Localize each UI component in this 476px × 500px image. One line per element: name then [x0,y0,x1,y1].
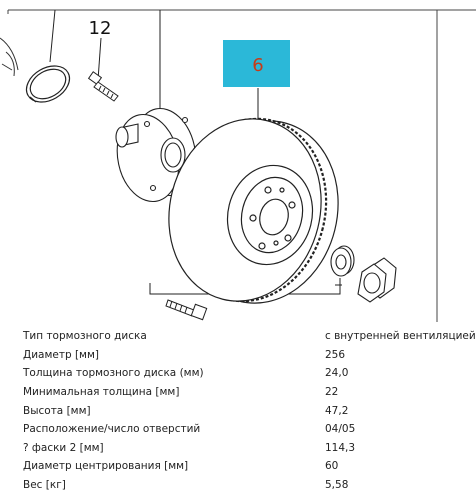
bolt-12 [87,71,119,102]
spec-value: 22 [325,386,339,399]
spec-label: Высота [мм] [23,404,91,417]
spec-label: ? фаски 2 [мм] [23,441,104,454]
spec-row: Диаметр центрирования [мм] 60 [0,457,476,476]
spec-label: Тип тормозного диска [23,330,147,343]
spec-label: Толщина тормозного диска (мм) [23,367,204,380]
knuckle-fragment [0,37,19,77]
spec-label: Минимальная толщина [мм] [23,386,180,399]
frame-lines [7,9,476,322]
callout-6-label: 6 [252,55,263,76]
spec-row: Минимальная толщина [мм] 22 [0,383,476,402]
spec-value: 60 [325,460,339,473]
spec-value: с внутренней вентиляцией [325,330,476,343]
brake-disc-6 [168,117,339,304]
parts-exploded-diagram: 12 6 [0,9,476,322]
spec-value: 256 [325,348,346,361]
stud-bolt [165,299,208,321]
spec-row: Толщина тормозного диска (мм) 24,0 [0,364,476,383]
spec-value: 5,58 [325,479,349,492]
washer [330,245,355,277]
snap-ring [25,65,71,103]
spec-row: ? фаски 2 [мм] 114,3 [0,439,476,458]
spec-value: 47,2 [325,404,349,417]
wheel-nut [357,257,397,303]
wheel-hub [115,107,200,203]
callout-6-highlight [223,40,290,87]
spec-row: Тип тормозного диска с внутренней вентиля… [0,327,476,346]
callout-12-label: 12 [89,18,112,39]
spec-label: Расположение/число отверстий [23,423,201,436]
spec-label: Диаметр центрирования [мм] [23,460,189,473]
spec-value: 114,3 [325,441,356,454]
spec-row: Расположение/число отверстий 04/05 [0,420,476,439]
spec-table: Тип тормозного диска с внутренней вентиля… [0,327,476,494]
spec-row: Диаметр [мм] 256 [0,346,476,365]
spec-row: Высота [мм] 47,2 [0,401,476,420]
spec-label: Вес [кг] [23,479,66,492]
spec-value: 24,0 [325,367,349,380]
spec-row: Вес [кг] 5,58 [0,476,476,495]
spec-label: Диаметр [мм] [23,348,99,361]
spec-value: 04/05 [325,423,356,436]
